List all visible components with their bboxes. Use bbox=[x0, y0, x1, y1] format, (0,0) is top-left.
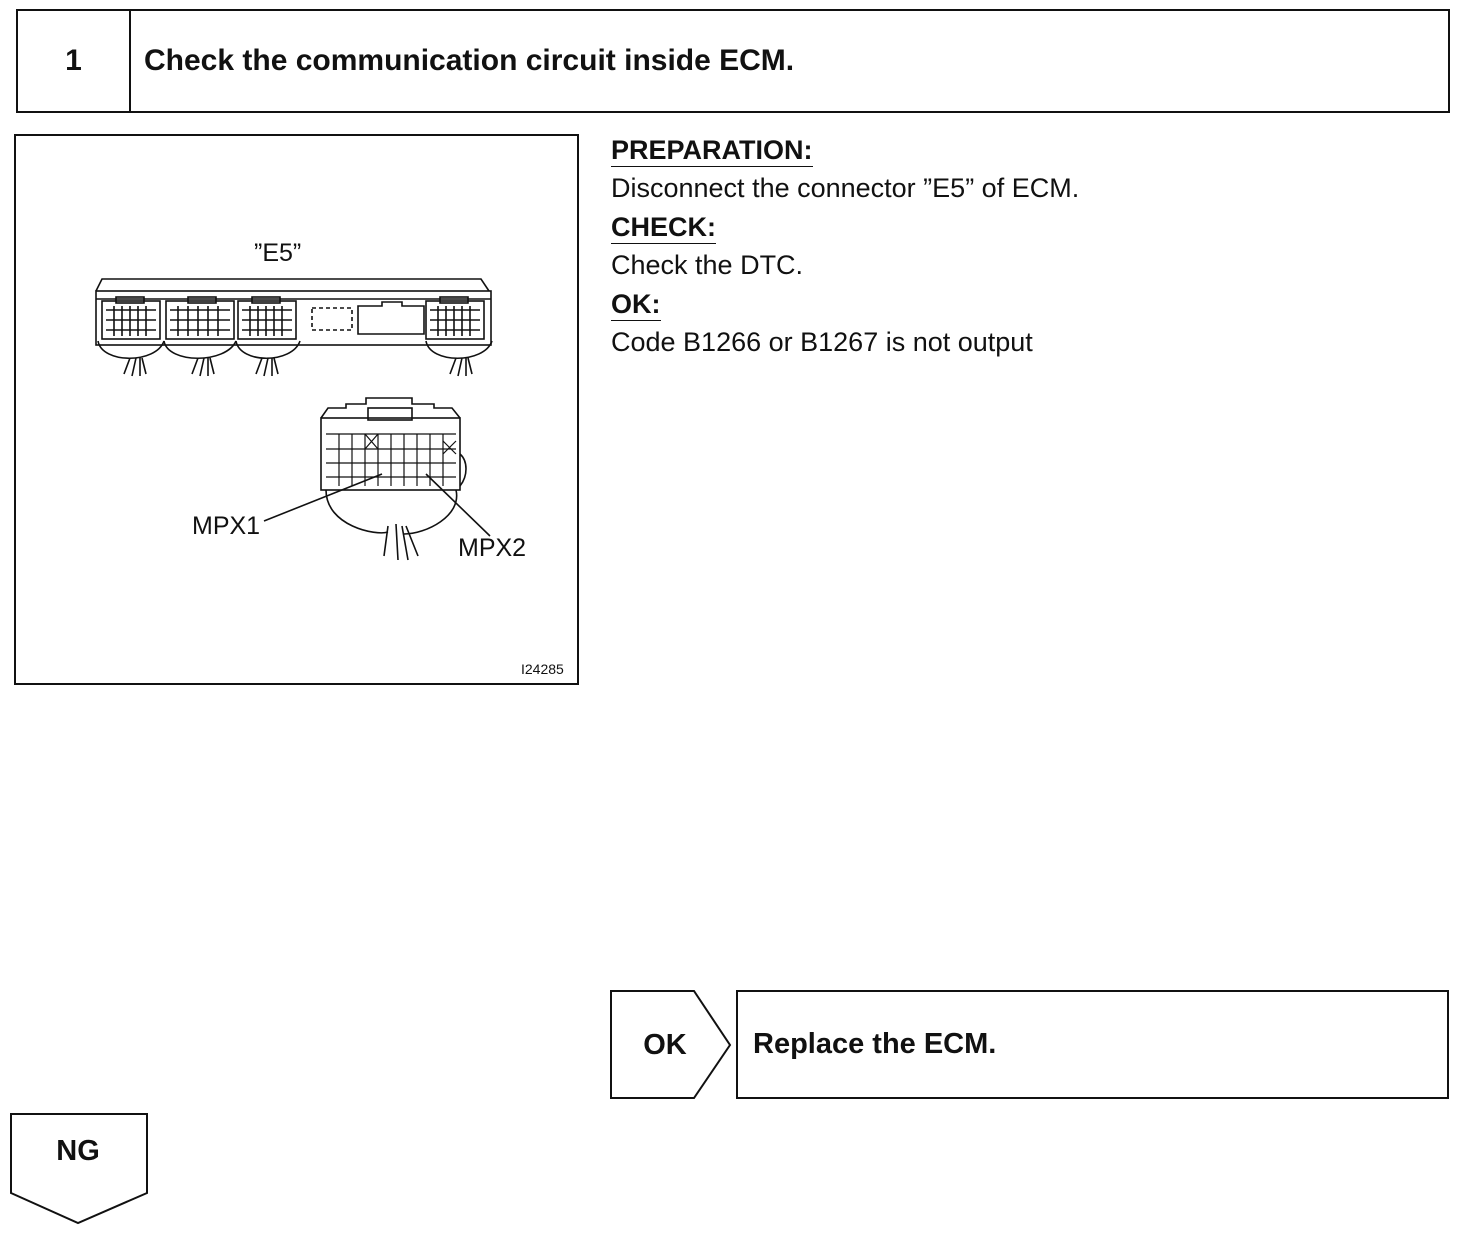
mpx1-leader bbox=[263, 473, 383, 522]
preparation-heading: PREPARATION: bbox=[611, 135, 813, 167]
ecm-connector-drawing: ”E5” MPX1 MPX2 I24285 bbox=[95, 239, 564, 677]
ecm-connector-block-2 bbox=[165, 296, 235, 340]
ok-result-label: OK bbox=[643, 1028, 687, 1061]
check-heading: CHECK: bbox=[611, 212, 716, 244]
mpx1-label: MPX1 bbox=[192, 512, 260, 540]
connector-label: ”E5” bbox=[254, 239, 301, 267]
center-port bbox=[357, 301, 425, 335]
e5-lock-tab bbox=[367, 407, 413, 421]
ng-result-label: NG bbox=[56, 1135, 100, 1167]
figure-id: I24285 bbox=[521, 661, 564, 677]
ecm-connector-block-4 bbox=[425, 296, 485, 340]
mpx2-label: MPX2 bbox=[458, 534, 526, 562]
ecm-connector-block-3 bbox=[237, 296, 297, 340]
ecm-housing-top bbox=[95, 278, 490, 292]
ng-result-arrow: NG bbox=[10, 1113, 150, 1225]
procedure-section: PREPARATION: Disconnect the connector ”E… bbox=[611, 131, 1431, 362]
down-arrow-shape bbox=[10, 1113, 148, 1225]
ok-heading: OK: bbox=[611, 289, 661, 321]
step-header: 1 Check the communication circuit inside… bbox=[16, 9, 1450, 113]
ok-text: Code B1266 or B1267 is not output bbox=[611, 327, 1033, 357]
step-title: Check the communication circuit inside E… bbox=[144, 44, 795, 77]
right-arrow-shape bbox=[610, 990, 732, 1099]
ecm-connector-block-1 bbox=[101, 296, 161, 340]
check-text: Check the DTC. bbox=[611, 250, 804, 280]
ok-result-action: Replace the ECM. bbox=[736, 990, 1449, 1099]
step-number: 1 bbox=[18, 11, 131, 111]
empty-port bbox=[311, 307, 353, 331]
ecm-housing bbox=[95, 290, 492, 346]
e5-terminal-grid bbox=[326, 433, 457, 486]
mpx2-leader bbox=[425, 473, 491, 537]
e5-connector-top bbox=[320, 397, 461, 419]
connector-illustration: ”E5” MPX1 MPX2 I24285 bbox=[14, 134, 579, 685]
ok-result-arrow: OK bbox=[610, 990, 732, 1100]
preparation-text: Disconnect the connector ”E5” of ECM. bbox=[611, 173, 1080, 203]
